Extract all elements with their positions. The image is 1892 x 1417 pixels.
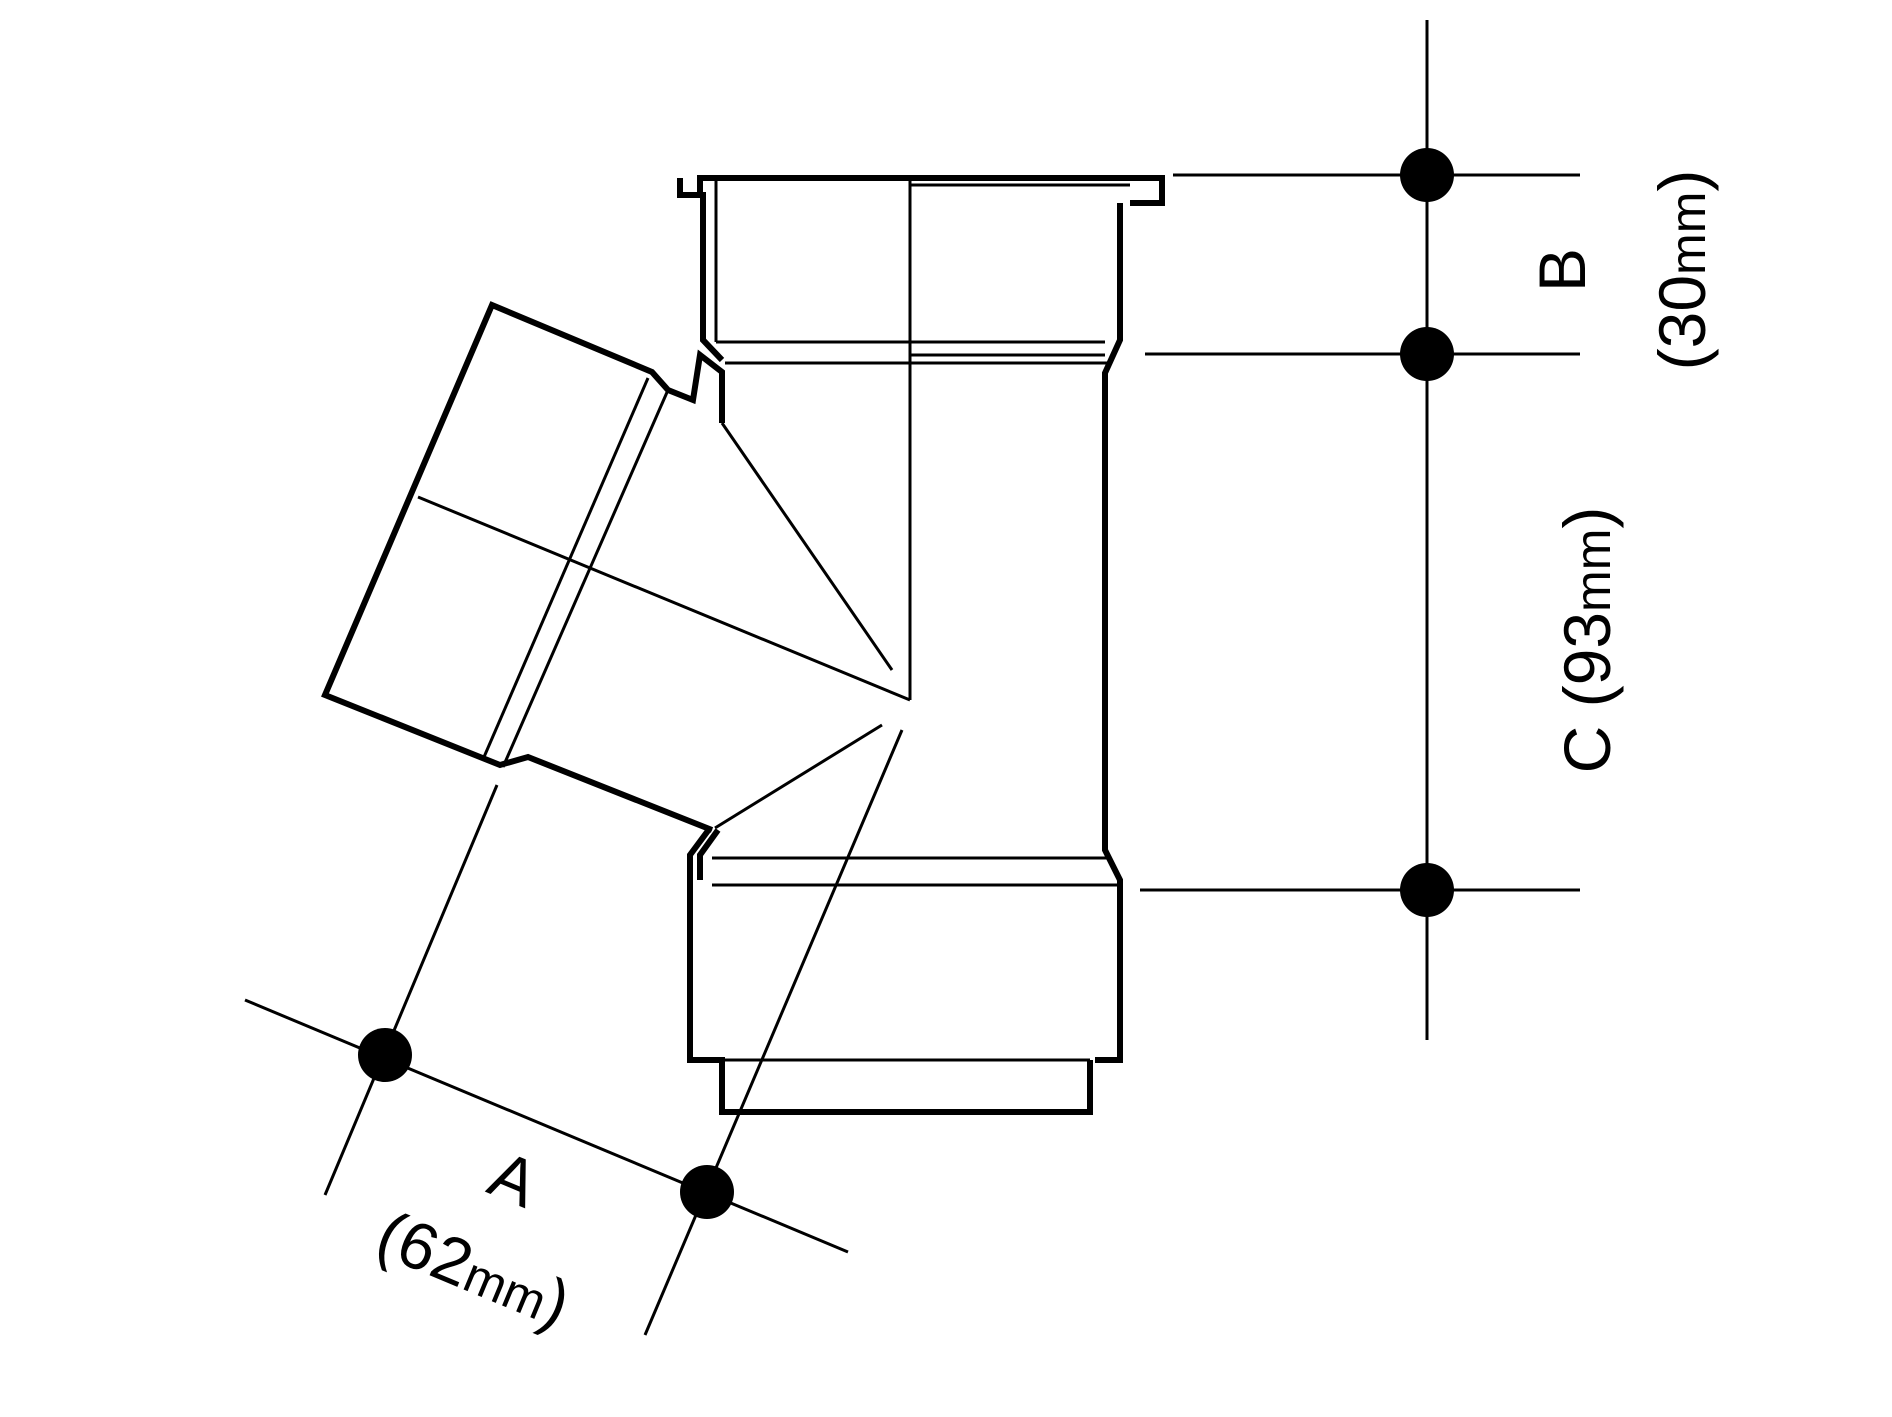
- label-c-letter: C: [1550, 726, 1624, 774]
- extension-line-a-left: [323, 784, 499, 1196]
- label-c-unit: mm: [1565, 529, 1621, 612]
- label-b: B: [1525, 248, 1599, 292]
- dimension-a: [244, 729, 904, 1336]
- label-b-unit: mm: [1660, 192, 1716, 275]
- label-c-close: ): [1550, 507, 1624, 529]
- label-c-number: (93: [1550, 612, 1624, 707]
- label-b-close: ): [1645, 170, 1719, 192]
- branch-inner-lower: [714, 723, 883, 830]
- dimension-dot-bottom: [1400, 863, 1454, 917]
- lower-socket: [687, 826, 1093, 1115]
- branch-upper-edge: [321, 301, 725, 833]
- dimension-dot-top: [1400, 148, 1454, 202]
- fitting-body: [321, 175, 1165, 1115]
- dimension-dot-a-left: [358, 1028, 412, 1082]
- branch-collar-line-1: [501, 389, 670, 768]
- dimension-dot-mid: [1400, 327, 1454, 381]
- dimension-a-line: [244, 998, 849, 1254]
- label-a-letter: A: [479, 1136, 548, 1221]
- dimension-b-c: [1140, 20, 1580, 1040]
- branch-collar-line-2: [482, 377, 650, 758]
- branch-inner-upper: [720, 422, 894, 671]
- label-a-value: (62mm): [367, 1196, 581, 1341]
- top-flange: [697, 175, 1165, 206]
- extension-line-a-right: [643, 729, 904, 1336]
- label-c: C (93mm): [1550, 507, 1624, 774]
- svg-text:(30mm): (30mm): [1645, 170, 1719, 371]
- label-b-number: (30: [1645, 275, 1719, 370]
- dimension-dot-a-right: [680, 1165, 734, 1219]
- branch-centerline: [417, 495, 911, 702]
- top-flange-left: [677, 178, 725, 363]
- body-left-lower: [697, 828, 721, 880]
- body-right-edge: [1095, 203, 1123, 1063]
- label-b-value: (30mm): [1645, 170, 1719, 371]
- svg-text:(62mm): (62mm): [367, 1196, 581, 1341]
- label-b-letter: B: [1525, 248, 1599, 292]
- label-a: A: [479, 1136, 548, 1221]
- svg-text:C (93mm): C (93mm): [1550, 507, 1624, 774]
